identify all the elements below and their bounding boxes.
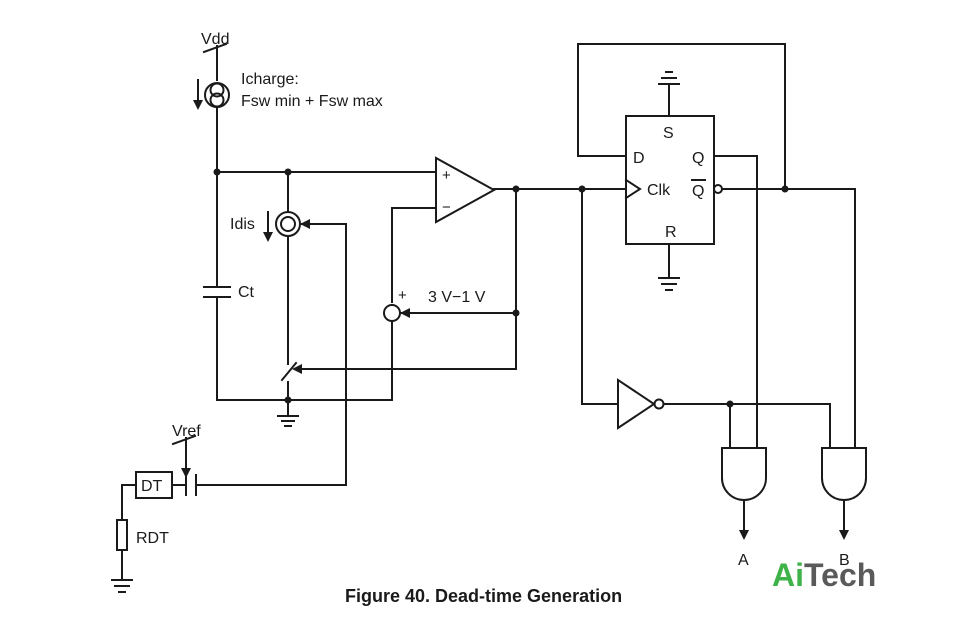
vref-supply: [171, 434, 197, 478]
idis-current-source: [263, 211, 347, 486]
qbar-inversion-bubble: [713, 184, 723, 194]
q-output-wire: [713, 155, 758, 449]
ground-icon: [111, 549, 133, 593]
rdt-resistor: [116, 519, 128, 551]
ff-clk-label: Clk: [647, 182, 671, 199]
comparator: [435, 156, 497, 224]
inverter-output-wire: [663, 403, 831, 449]
dt-label: DT: [141, 478, 163, 495]
junction-dot: [512, 309, 520, 317]
svg-text:AiTech: AiTech: [772, 557, 876, 593]
ground-icon: [658, 243, 680, 291]
figure-caption: Figure 40. Dead-time Generation: [345, 586, 622, 606]
ff-d-label: D: [633, 150, 645, 167]
and-gate-b: [821, 447, 867, 540]
ff-qbar-label: Q: [692, 183, 704, 200]
vdd-label: Vdd: [201, 31, 229, 48]
ff-q-label: Q: [692, 150, 704, 167]
inverter-input-wire: [581, 188, 619, 405]
ff-s-label: S: [663, 125, 674, 142]
ct-capacitor: [203, 286, 231, 298]
comparator-minus-sign: −: [442, 199, 451, 216]
ff-r-label: R: [665, 224, 677, 241]
logo-tech: Tech: [804, 557, 876, 593]
discharge-switch: [280, 361, 298, 382]
rdt-top-wire: [121, 484, 137, 521]
vdd-supply: [202, 42, 228, 81]
output-b-label: B: [839, 552, 850, 569]
ct-label: Ct: [238, 284, 255, 301]
inverter: [617, 378, 665, 430]
rdt-label: RDT: [136, 530, 169, 547]
switch-control-wire: [295, 188, 517, 370]
ground-icon: [658, 71, 680, 117]
logo-ai: Ai: [772, 557, 804, 593]
vref-label: Vref: [172, 423, 201, 440]
output-a-label: A: [738, 552, 749, 569]
qbar-output-wire: [721, 188, 856, 449]
icharge-label: Icharge:: [241, 71, 299, 88]
icharge-current-source: [193, 79, 230, 110]
junction-dot: [213, 168, 221, 176]
icharge-expression: Fsw min + Fsw max: [241, 93, 383, 110]
comparator-plus-sign: +: [442, 167, 451, 184]
arrow-icon: [292, 364, 302, 374]
aitech-logo: AiTech: [772, 557, 876, 593]
feedback-wire: [577, 43, 786, 190]
comparator-minus-wire: [391, 207, 437, 303]
threshold-plus-sign: +: [398, 287, 407, 304]
ground-icon: [277, 399, 299, 427]
bottom-rail-wire: [216, 297, 393, 401]
dead-time-source: [135, 471, 347, 499]
idis-label: Idis: [230, 216, 255, 233]
threshold-voltage-source: [383, 304, 517, 401]
threshold-value-label: 3 V−1 V: [428, 289, 486, 306]
and-gate-a: [721, 447, 767, 540]
